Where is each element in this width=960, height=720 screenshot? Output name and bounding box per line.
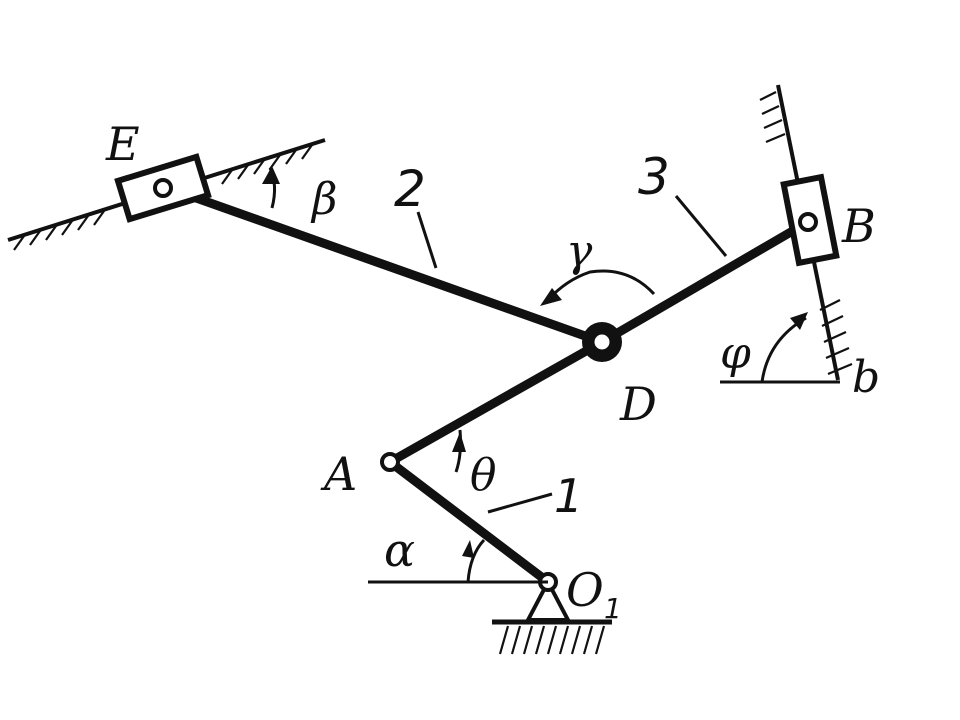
joint-a: [380, 452, 400, 472]
leader-link-3: [674, 195, 728, 257]
label-b: B: [841, 199, 876, 253]
label-gamma: γ: [566, 226, 593, 277]
label-o1-subscript: 1: [604, 592, 622, 625]
leader-link-2: [416, 211, 438, 269]
angle-phi-arc: [760, 312, 808, 383]
label-link-3: 3: [638, 148, 670, 206]
label-alpha: α: [384, 523, 415, 577]
label-a: A: [320, 447, 357, 501]
label-phi: φ: [720, 328, 751, 379]
fixed-support-o1: [492, 572, 612, 655]
angle-gamma-arc: [540, 269, 656, 306]
label-link-1: 1: [554, 469, 583, 523]
label-link-2: 2: [394, 160, 426, 218]
guide-b-hatching-lower: [819, 299, 853, 376]
joint-d: [591, 331, 613, 353]
label-e: E: [105, 117, 140, 171]
label-o1: O: [566, 563, 604, 617]
joint-b: [798, 212, 818, 232]
link-3-db: [597, 217, 813, 347]
joint-e: [153, 178, 173, 198]
angle-beta-arc: [262, 166, 280, 209]
label-theta: θ: [470, 450, 497, 501]
label-b-lower: b: [852, 352, 880, 403]
link-ad: [385, 337, 607, 467]
link-1-o1a: [385, 457, 553, 587]
label-d: D: [619, 377, 657, 431]
guide-b-hatching-upper: [759, 91, 786, 144]
leader-link-1: [487, 492, 553, 514]
angle-theta-arc: [452, 429, 466, 473]
support-hatching: [498, 625, 606, 655]
label-beta: β: [310, 174, 337, 225]
link-2-ed: [163, 183, 607, 347]
angle-alpha-arc: [462, 538, 486, 583]
